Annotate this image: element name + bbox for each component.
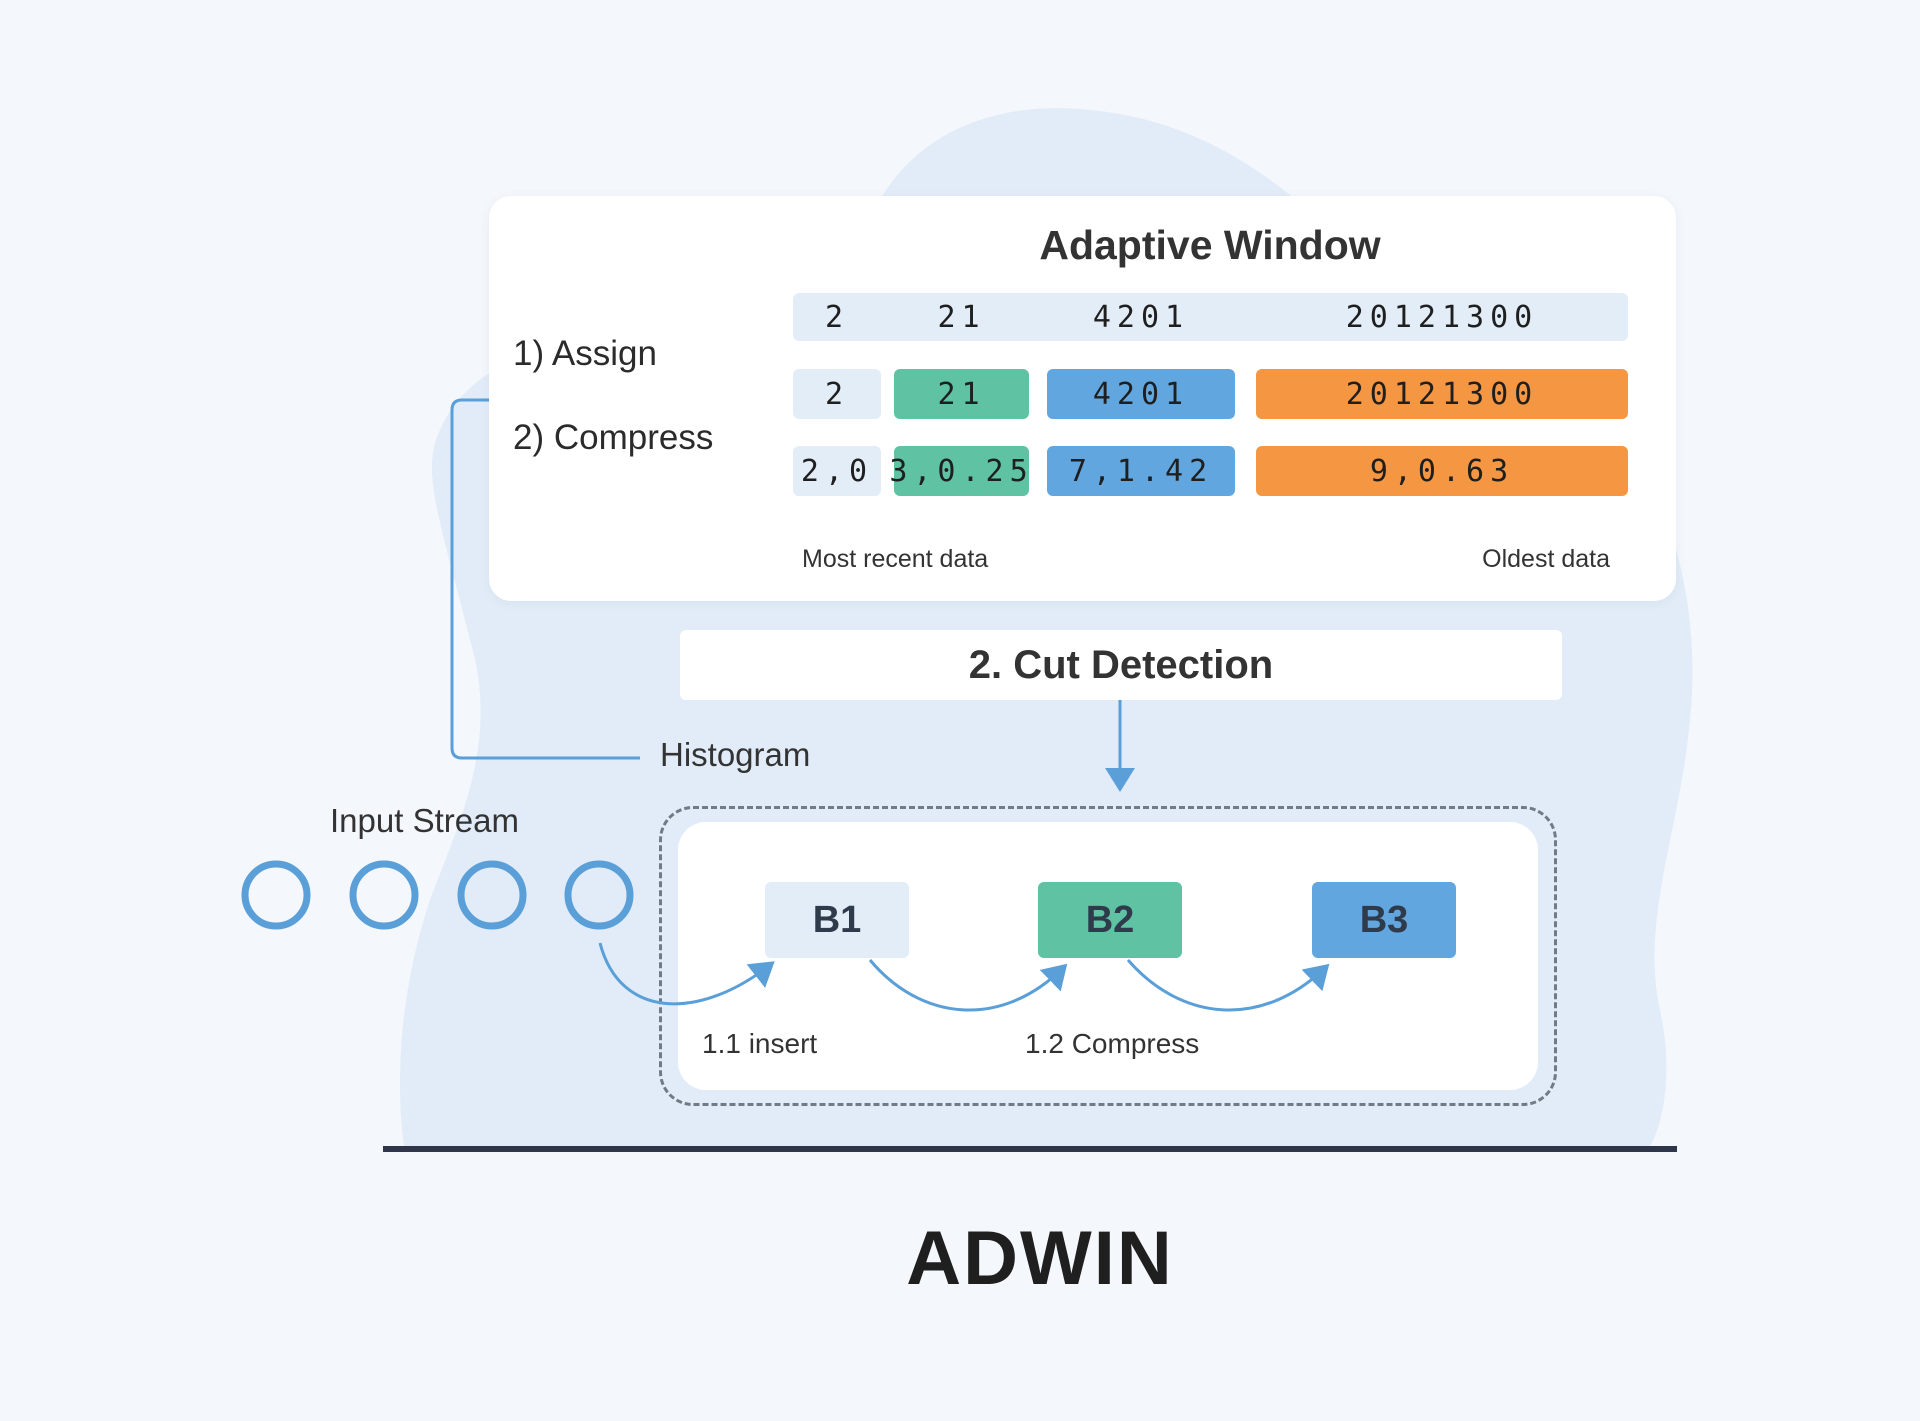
- compress-cell: 3,0.25: [889, 446, 1029, 496]
- compress-cell: 9,0.63: [1256, 446, 1628, 496]
- insert-arrow: [598, 942, 775, 1006]
- bucket-b2: B2: [1038, 882, 1182, 958]
- assign-cell: 20121300: [1256, 369, 1628, 419]
- cut-detection-box: 2. Cut Detection: [680, 630, 1562, 700]
- assign-cell: 4201: [1047, 369, 1235, 419]
- bucket-dashed-frame: [659, 806, 1557, 1106]
- compress-step-label: 2) Compress: [513, 418, 714, 457]
- diagram-title: ADWIN: [906, 1216, 1174, 1301]
- insert-label: 1.1 insert: [702, 1028, 818, 1059]
- adaptive-window-title: Adaptive Window: [1039, 222, 1381, 268]
- compress-b2-b3-arrow: [1126, 959, 1330, 1012]
- compress-b1-b2-arrow: [868, 959, 1068, 1012]
- header-cell: 2: [824, 299, 850, 335]
- input-stream-circle: [457, 860, 527, 930]
- input-stream-circle: [564, 860, 634, 930]
- baseline: [383, 1146, 1677, 1152]
- compress-cell: 7,1.42: [1047, 446, 1235, 496]
- compress-cell: 2,0: [793, 446, 881, 496]
- oldest-data-label: Oldest data: [1482, 545, 1610, 573]
- compress-label: 1.2 Compress: [1025, 1028, 1200, 1059]
- assign-cell: 2: [793, 369, 881, 419]
- input-stream-circle: [349, 860, 419, 930]
- most-recent-data-label: Most recent data: [802, 545, 989, 573]
- assign-step-label: 1) Assign: [513, 334, 657, 373]
- input-stream-circle: [241, 860, 311, 930]
- histogram-label: Histogram: [660, 736, 811, 773]
- header-cell: 20121300: [1345, 299, 1539, 335]
- bucket-b1: B1: [765, 882, 909, 958]
- window-header-bar: [793, 293, 1628, 341]
- header-cell: 4201: [1092, 299, 1190, 335]
- header-cell: 21: [937, 299, 986, 335]
- input-stream-label: Input Stream: [330, 802, 519, 839]
- histogram-bracket: [450, 398, 640, 760]
- assign-cell: 21: [894, 369, 1029, 419]
- bucket-b3: B3: [1312, 882, 1456, 958]
